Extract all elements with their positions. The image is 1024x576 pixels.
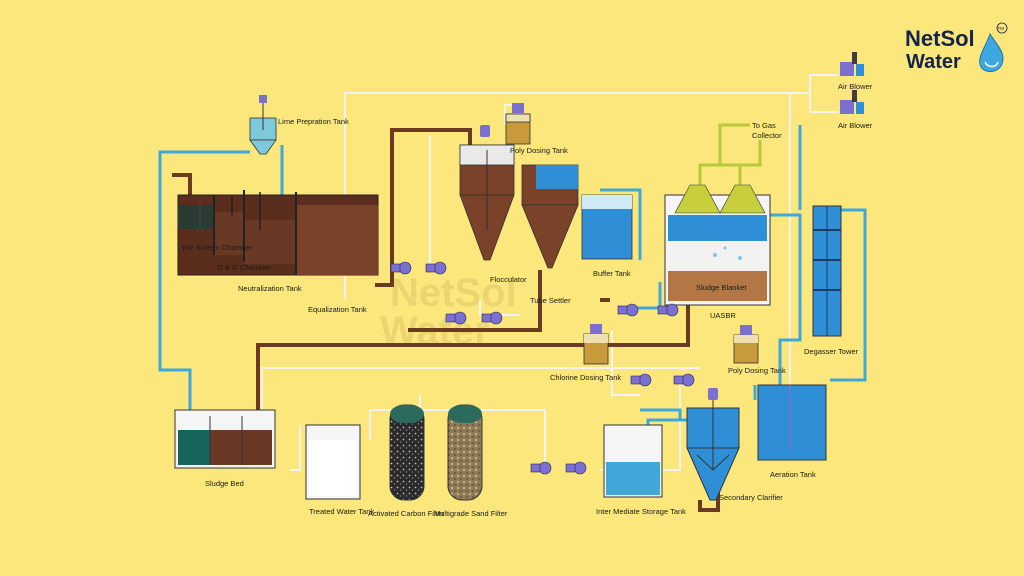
activated-carbon-filter bbox=[389, 404, 425, 501]
lime-preparation-tank bbox=[249, 95, 277, 155]
lime-tank-label: Lime Prepration Tank bbox=[278, 117, 349, 126]
to-gas-collector-label-2: Collector bbox=[752, 131, 782, 140]
air-blower-1 bbox=[840, 52, 864, 76]
pump-icon bbox=[630, 373, 652, 387]
activated-carbon-label: Activated Carbon Filter bbox=[368, 509, 445, 518]
intermediate-storage-tank bbox=[603, 424, 663, 498]
flocculator-motor-icon bbox=[480, 125, 490, 137]
bar-screen-label: Bar Screen Chamber bbox=[182, 243, 253, 252]
chlorine-dosing-label: Chlorine Dosing Tank bbox=[550, 373, 621, 382]
pumps bbox=[390, 261, 695, 475]
neutralization-label: Neutralization Tank bbox=[238, 284, 302, 293]
poly-dosing-tank-1 bbox=[505, 103, 531, 145]
sludge-bed-label: Sludge Bed bbox=[205, 479, 244, 488]
chlorine-dosing-tank bbox=[583, 324, 609, 365]
poly-dosing-2-label: Poly Dosing Tank bbox=[728, 366, 786, 375]
aeration-tank bbox=[757, 384, 827, 461]
pump-icon bbox=[657, 303, 679, 317]
primary-chambers bbox=[177, 190, 379, 276]
uasbr-label: UASBR bbox=[710, 311, 736, 320]
treated-water-tank bbox=[305, 424, 361, 500]
pump-icon bbox=[530, 461, 552, 475]
sludge-blanket-label: Sludge Blanket bbox=[696, 283, 747, 292]
intermediate-storage-label: Inter Mediate Storage Tank bbox=[596, 507, 686, 516]
og-chamber-label: O & G Chamber bbox=[217, 263, 271, 272]
uasbr-reactor bbox=[664, 184, 771, 306]
buffer-tank bbox=[581, 194, 633, 260]
brand-line1: NetSol bbox=[905, 26, 975, 51]
pump-icon bbox=[565, 461, 587, 475]
brand-logo: NetSol Water TM bbox=[905, 22, 1008, 73]
brand-line2: Water bbox=[906, 51, 961, 73]
poly-dosing-1-label: Poly Dosing Tank bbox=[510, 146, 568, 155]
sludge-pipes bbox=[172, 128, 720, 512]
pump-icon bbox=[425, 261, 447, 275]
flocculator-label: Flocculator bbox=[490, 275, 527, 284]
water-pipes bbox=[158, 125, 867, 455]
poly-dosing-2-pump-icon bbox=[740, 325, 752, 335]
multigrade-sand-filter bbox=[447, 404, 483, 501]
pump-icon bbox=[673, 373, 695, 387]
pump-icon bbox=[390, 261, 412, 275]
air-blower-2 bbox=[840, 90, 864, 114]
tube-settler bbox=[521, 164, 579, 269]
air-blower-2-label: Air Blower bbox=[838, 121, 873, 130]
gas-lines bbox=[698, 123, 762, 185]
air-pipes bbox=[261, 74, 838, 471]
mixer-motor-icon bbox=[259, 95, 267, 103]
secondary-clarifier bbox=[686, 388, 740, 501]
treated-water-label: Treated Water Tank bbox=[309, 507, 374, 516]
equalization-label: Equalization Tank bbox=[308, 305, 367, 314]
watermark-line1: NetSol bbox=[390, 271, 517, 315]
poly-dosing-tank-2 bbox=[733, 325, 759, 364]
buffer-tank-label: Buffer Tank bbox=[593, 269, 631, 278]
pump-icon bbox=[617, 303, 639, 317]
multigrade-sand-label: Multigrade Sand Filter bbox=[434, 509, 508, 518]
trademark-mark: TM bbox=[998, 26, 1005, 31]
flocculator bbox=[459, 125, 515, 261]
tube-settler-label: Tube Settler bbox=[530, 296, 571, 305]
pump-icon bbox=[481, 311, 503, 325]
pump-icon bbox=[445, 311, 467, 325]
poly-dosing-pump-icon bbox=[512, 103, 524, 113]
degasser-tower bbox=[812, 205, 842, 337]
degasser-label: Degasser Tower bbox=[804, 347, 859, 356]
sludge-bed bbox=[174, 409, 276, 469]
chlorine-pump-icon bbox=[590, 324, 602, 334]
secondary-clarifier-label: Secondary Clarifier bbox=[719, 493, 783, 502]
air-blower-1-label: Air Blower bbox=[838, 82, 873, 91]
clarifier-motor-icon bbox=[708, 388, 718, 400]
to-gas-collector-label-1: To Gas bbox=[752, 121, 776, 130]
aeration-label: Aeration Tank bbox=[770, 470, 816, 479]
